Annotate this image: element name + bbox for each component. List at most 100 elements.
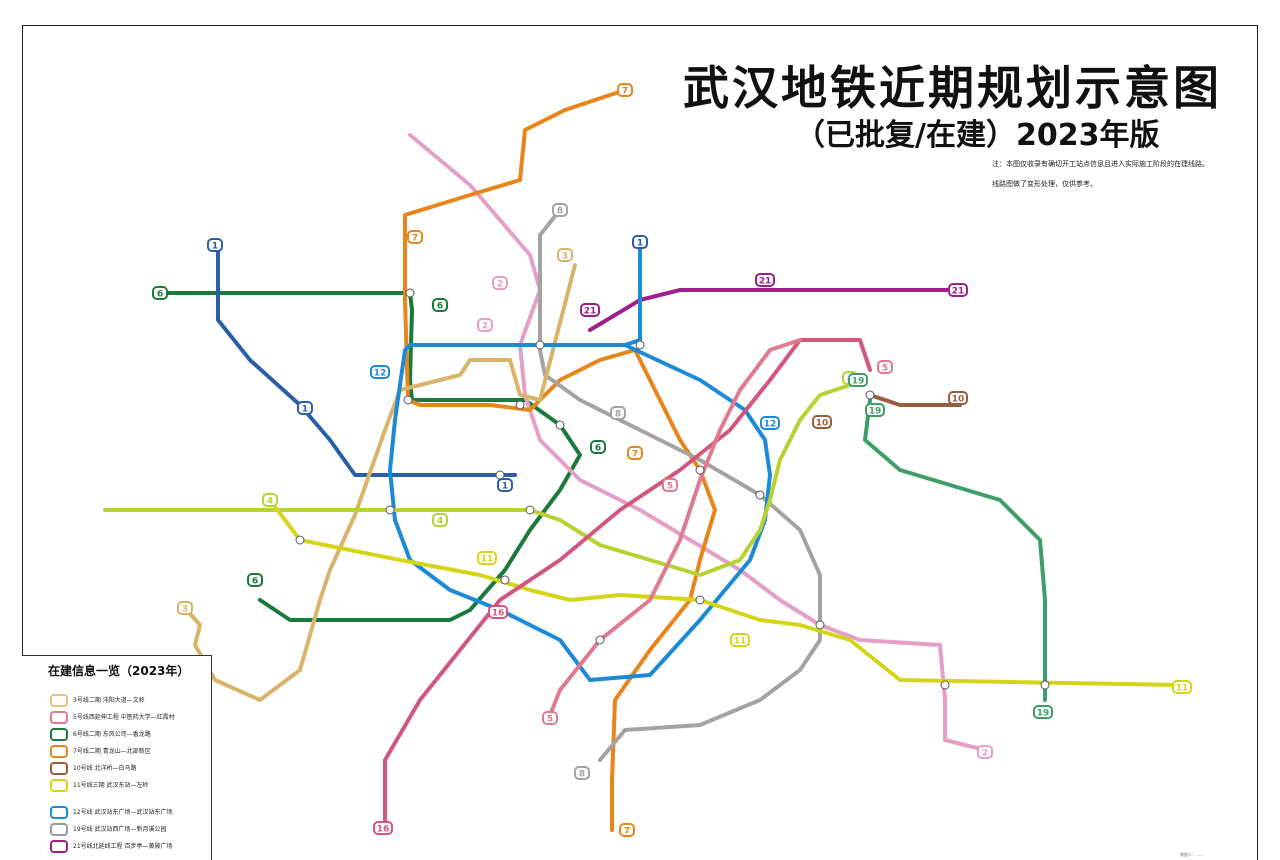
line-badge-label: 7 [622,87,628,97]
line-16-badge: 16 [373,821,393,835]
map-frame [22,25,1258,860]
line-badge-label: 21 [952,287,965,297]
line-5-badge: 5 [542,711,558,725]
map-title: 武汉地铁近期规划示意图 [683,61,1222,115]
line-5-route [548,338,802,717]
legend-item-text: 6号线二期 东风公司—香龙路 [73,731,151,738]
line-3-badge: 3 [177,601,193,615]
line-8-route [538,208,822,762]
line-16-route [383,338,872,827]
line-badge-label: 7 [632,450,638,460]
line-12-badge: 12 [370,365,390,379]
interchange-station [865,390,875,400]
line-6-badge: 6 [247,573,263,587]
line-badge-label: 2 [982,749,988,759]
line-1-route [216,248,517,477]
line-badge-label: 12 [764,420,777,430]
line-4-north-branch [623,248,642,347]
map-subtitle: （已批复/在建）2023年版 [795,118,1160,153]
legend-item: 10号线 北洋桥—白马路 [50,758,137,775]
line-badge-label: 8 [615,410,621,420]
line-badge-label: 2 [482,322,488,332]
line-12-route [388,343,772,682]
line-11-badge: 11 [730,633,750,647]
line-11-route [268,498,1182,687]
line-19-badge: 19 [1033,705,1053,719]
note-line: 线路图做了变形处理，仅供参考。 [992,180,1097,188]
interchange-station [525,505,535,515]
line-badge-label: 11 [1176,684,1189,694]
note-line: 注：本图仅收录有确切开工站点信息且进入实际施工阶段的在建线路。 [992,160,1209,168]
line-badge-label: 1 [302,405,308,415]
line-badge-label: 11 [481,555,494,565]
interchange-station [295,535,305,545]
line-7-badge: 7 [407,230,423,244]
line-badge-label: 1 [502,482,508,492]
footer-credit: 制图人：…… [1180,852,1204,857]
construction-legend: 在建信息一览（2023年） 3号线二期 沌阳大道—文岭 5号线西延伸工程 中医药… [22,655,212,860]
map-notes: 注：本图仅收录有确切开工站点信息且进入实际施工阶段的在建线路。 线路图做了变形处… [992,154,1232,194]
interchange-station [405,288,415,298]
line-badge-icon [50,823,68,836]
line-badge-label: 4 [267,497,273,507]
line-6-badge: 6 [590,440,606,454]
interchange-station [635,340,645,350]
line-8-badge: 8 [552,203,568,217]
line-badge-label: 16 [377,825,390,835]
line-21-route [588,288,962,332]
line-2-badge: 2 [977,745,993,759]
legend-item: 21号线北延线工程 百步亭—黄陂广场 [50,836,173,853]
line-badge-icon [50,762,68,775]
line-10-route [868,393,962,407]
line-19-route [863,398,1047,702]
line-10-badge: 10 [948,391,968,405]
line-badge-icon [50,728,68,741]
legend-item-text: 19号线 武汉站西广场—新月溪公园 [73,826,167,833]
line-badge-label: 7 [412,234,418,244]
line-6-route [158,291,582,622]
line-badge-label: 6 [157,290,163,300]
line-10-badge: 10 [812,415,832,429]
line-badge-label: 19 [852,377,865,387]
line-badge-label: 12 [374,369,387,379]
legend-item: 7号线二期 青龙山—北部新区 [50,741,151,758]
legend-item: 6号线二期 东风公司—香龙路 [50,724,151,741]
line-12-badge: 12 [760,416,780,430]
interchange-station [940,680,950,690]
line-badge-icon [50,806,68,819]
interchange-station [595,635,605,645]
interchange-station [695,465,705,475]
line-badge-label: 6 [595,444,601,454]
line-badge-label: 19 [1037,709,1050,719]
line-7-badge: 7 [627,446,643,460]
line-21-badge: 21 [755,273,775,287]
line-badge-icon [50,745,68,758]
line-badge-label: 19 [869,407,882,417]
line-21-badge: 21 [948,283,968,297]
line-1-badge: 1 [497,478,513,492]
interchange-station [535,340,545,350]
line-21-badge: 21 [580,303,600,317]
line-badge-label: 16 [492,609,505,619]
interchange-station [815,620,825,630]
interchange-station [500,575,510,585]
line-7-badge: 7 [617,83,633,97]
line-11-badge: 11 [1172,680,1192,694]
interchange-station [385,505,395,515]
line-6-badge: 6 [432,298,448,312]
line-8-badge: 8 [574,766,590,780]
interchange-station [555,420,565,430]
legend-item: 11号线三期 武汉东站—左岭 [50,775,149,792]
legend-item: 19号线 武汉站西广场—新月溪公园 [50,819,167,836]
line-19-badge: 19 [848,373,868,387]
line-7-route [403,88,717,832]
line-11-badge: 11 [477,551,497,565]
legend-item: 12号线 武汉站东广场—武汉站东广场 [50,802,173,819]
line-badge-label: 21 [759,277,772,287]
line-badge-icon [50,694,68,707]
legend-item-text: 10号线 北洋桥—白马路 [73,765,137,772]
line-badge-label: 5 [667,482,673,492]
interchange-station [695,595,705,605]
line-badge-label: 11 [734,637,747,647]
